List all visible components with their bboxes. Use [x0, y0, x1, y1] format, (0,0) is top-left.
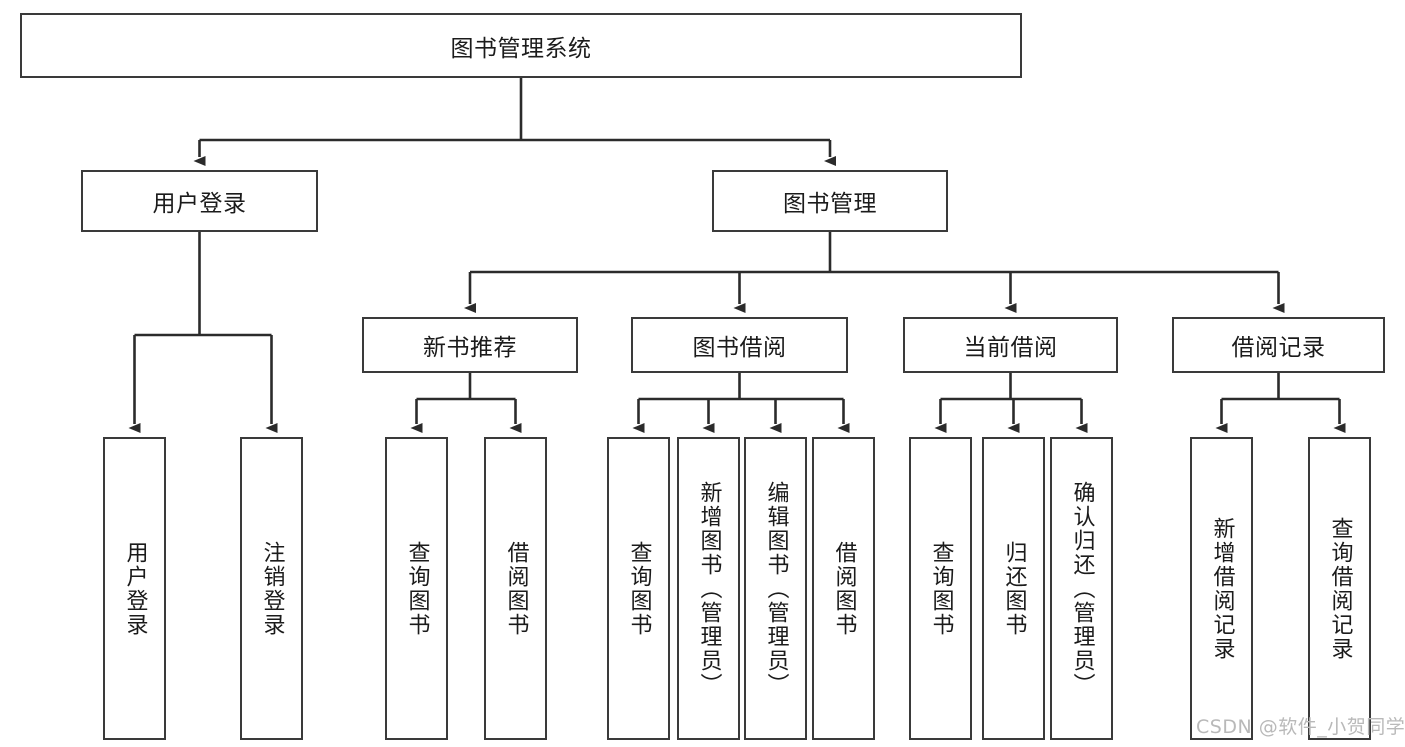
node-current-borrow[interactable]: 当前借阅 — [903, 317, 1118, 373]
node-label: 用户登录 — [122, 540, 148, 637]
node-leaf-return-book[interactable]: 归还图书 — [982, 437, 1045, 740]
node-label: 图书管理系统 — [450, 35, 592, 62]
node-leaf-borrow-book[interactable]: 借阅图书 — [812, 437, 875, 740]
node-book-management[interactable]: 图书管理 — [712, 170, 948, 232]
node-label: 编辑图书（管理员） — [763, 480, 789, 697]
node-label: 用户登录 — [152, 191, 247, 217]
node-book-borrow[interactable]: 图书借阅 — [631, 317, 848, 373]
node-leaf-query-book-current[interactable]: 查询图书 — [909, 437, 972, 740]
node-leaf-logout[interactable]: 注销登录 — [240, 437, 303, 740]
node-root[interactable]: 图书管理系统 — [20, 13, 1022, 78]
watermark-text: CSDN @软件_小贺同学 — [1196, 716, 1405, 738]
node-label: 借阅图书 — [831, 540, 857, 637]
node-label: 图书借阅 — [692, 335, 787, 361]
node-label: 新书推荐 — [423, 335, 517, 361]
node-leaf-borrow-book-rec[interactable]: 借阅图书 — [484, 437, 547, 740]
node-label: 查询图书 — [404, 540, 430, 637]
node-label: 借阅记录 — [1231, 335, 1326, 361]
node-label: 查询图书 — [928, 540, 954, 637]
node-label: 图书管理 — [783, 191, 877, 217]
node-label: 新增借阅记录 — [1209, 516, 1235, 661]
node-label: 归还图书 — [1001, 540, 1027, 637]
node-leaf-add-record[interactable]: 新增借阅记录 — [1190, 437, 1253, 740]
node-new-book-recommend[interactable]: 新书推荐 — [362, 317, 578, 373]
node-leaf-query-book-borrow[interactable]: 查询图书 — [607, 437, 670, 740]
node-label: 查询图书 — [626, 540, 652, 637]
node-label: 查询借阅记录 — [1327, 516, 1353, 661]
node-leaf-user-login[interactable]: 用户登录 — [103, 437, 166, 740]
node-label: 确认归还（管理员） — [1069, 480, 1095, 697]
node-label: 借阅图书 — [503, 540, 529, 637]
node-leaf-query-record[interactable]: 查询借阅记录 — [1308, 437, 1371, 740]
node-label: 注销登录 — [259, 540, 285, 637]
node-user-login[interactable]: 用户登录 — [81, 170, 318, 232]
node-label: 当前借阅 — [963, 335, 1058, 361]
node-leaf-edit-book[interactable]: 编辑图书（管理员） — [744, 437, 807, 740]
node-leaf-query-book-rec[interactable]: 查询图书 — [385, 437, 448, 740]
node-leaf-add-book[interactable]: 新增图书（管理员） — [677, 437, 740, 740]
node-label: 新增图书（管理员） — [696, 480, 722, 697]
node-borrow-record[interactable]: 借阅记录 — [1172, 317, 1385, 373]
node-leaf-confirm-return[interactable]: 确认归还（管理员） — [1050, 437, 1113, 740]
